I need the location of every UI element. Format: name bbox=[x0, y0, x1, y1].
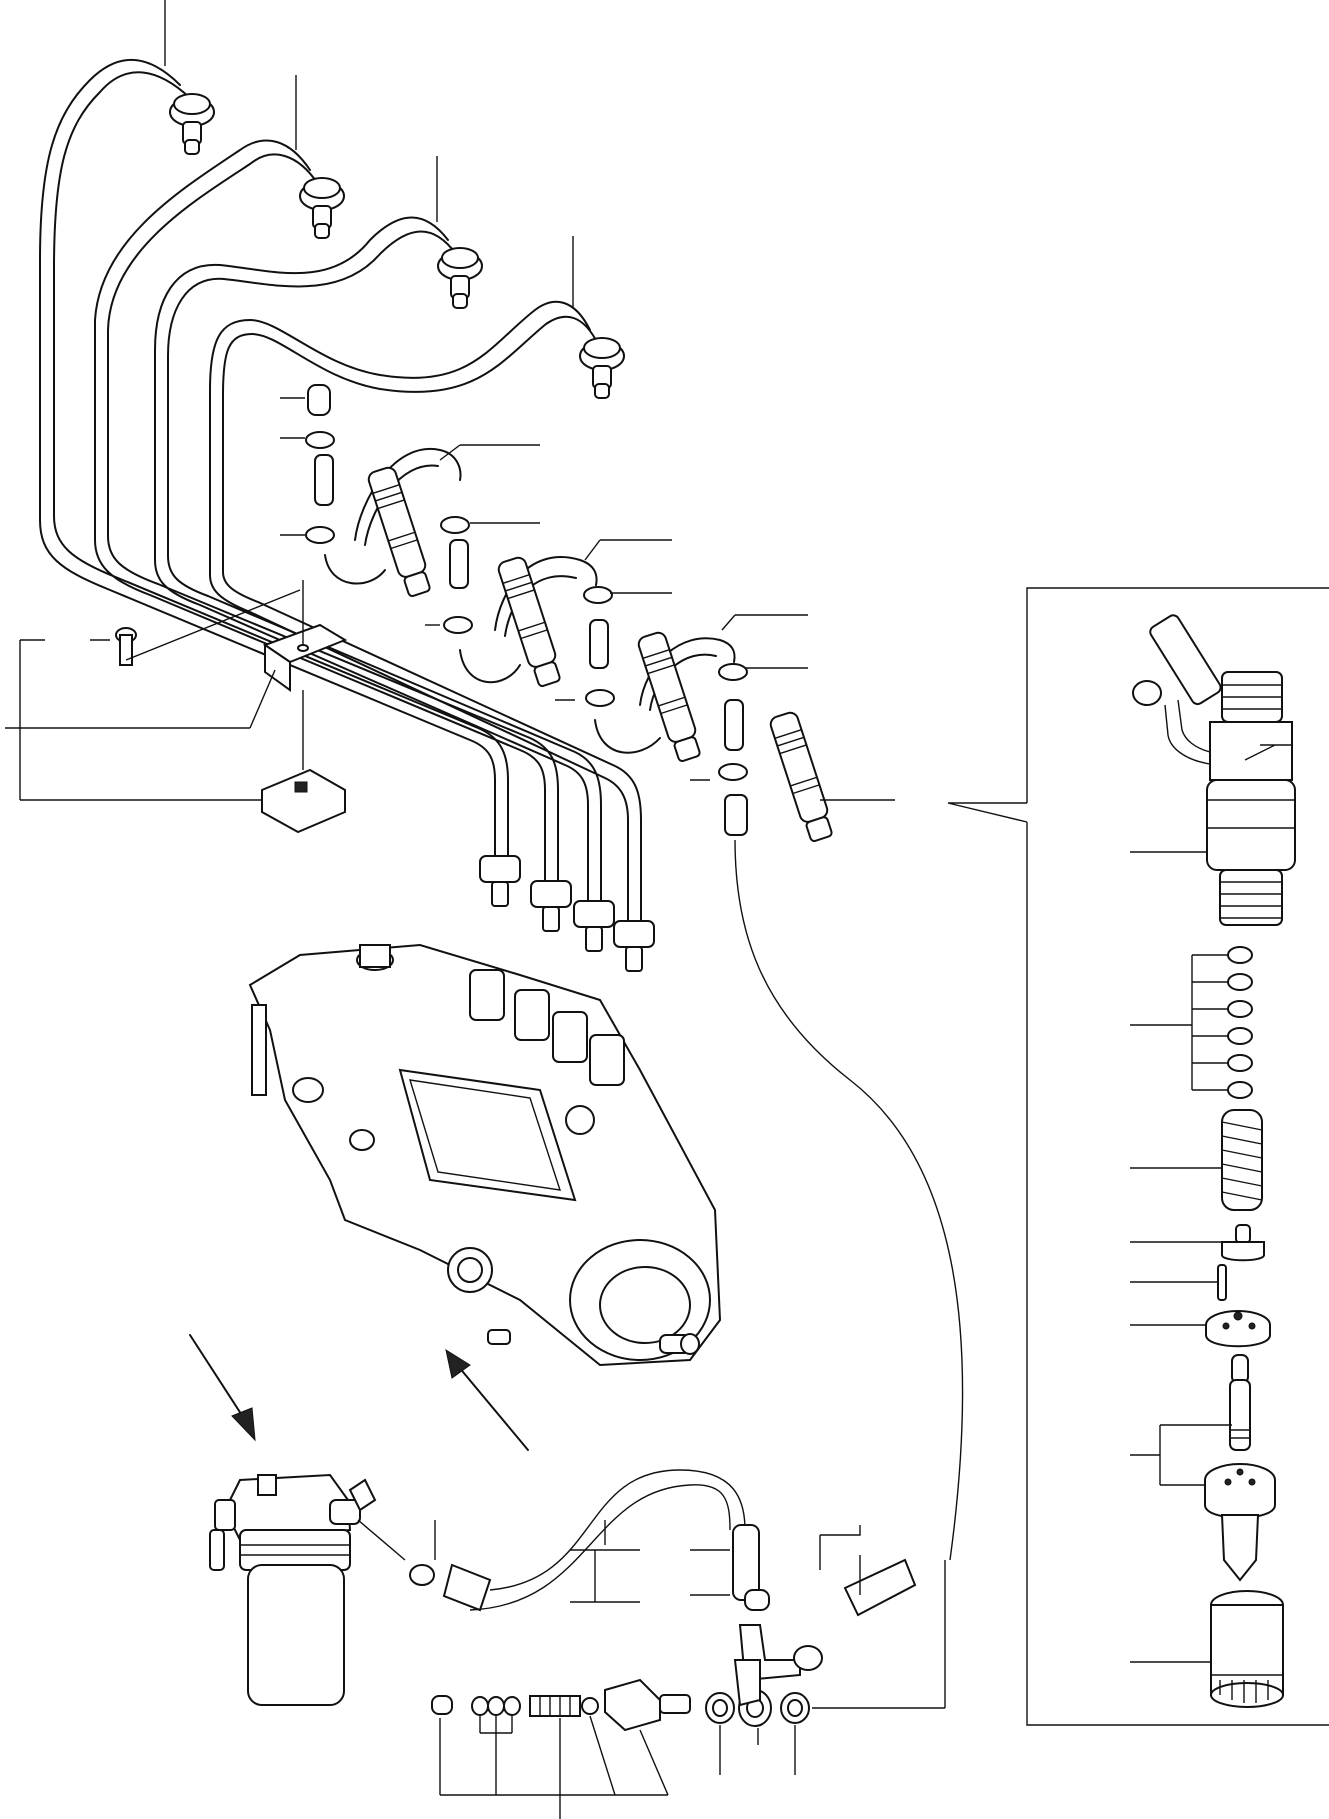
injector-detail bbox=[947, 587, 1329, 1726]
fuel-filter bbox=[209, 1473, 377, 1706]
leader-lines-hoses bbox=[280, 397, 895, 801]
nut-pump-1 bbox=[479, 855, 521, 907]
detail-pin bbox=[1130, 1264, 1227, 1301]
injection-pump bbox=[248, 943, 722, 1367]
detail-spring bbox=[1130, 1109, 1263, 1211]
nut-top-1 bbox=[169, 93, 215, 155]
detail-needle bbox=[1229, 1354, 1251, 1451]
injection-lines bbox=[39, 58, 642, 926]
line-nuts-top bbox=[169, 93, 625, 399]
return-hose bbox=[734, 839, 964, 1561]
clamp-bolt bbox=[19, 589, 301, 801]
injection-line-3 bbox=[154, 216, 602, 906]
nut-top-2 bbox=[299, 177, 345, 239]
arrows bbox=[189, 1334, 529, 1451]
nut-top-3 bbox=[437, 247, 483, 309]
injection-line-4 bbox=[209, 300, 642, 926]
line-nuts-pump bbox=[479, 855, 655, 972]
injector-2 bbox=[497, 556, 561, 687]
nut-top-4 bbox=[579, 337, 625, 399]
injector-3 bbox=[637, 631, 701, 762]
injection-line-2 bbox=[94, 139, 559, 886]
injection-line-1 bbox=[39, 58, 509, 861]
feed-hose bbox=[357, 1469, 760, 1612]
leader-lines-top bbox=[164, 0, 574, 308]
injector-4 bbox=[769, 711, 833, 842]
detail-spring-seat bbox=[1130, 1224, 1265, 1262]
injectors bbox=[367, 466, 833, 842]
injector-1 bbox=[367, 466, 431, 597]
detail-retaining-nut bbox=[1130, 1590, 1284, 1708]
overflow-valve bbox=[431, 1525, 946, 1819]
detail-nozzle bbox=[1130, 1424, 1276, 1582]
detail-injector-body bbox=[1130, 614, 1296, 926]
nut-pump-4 bbox=[613, 920, 655, 972]
line-clamp bbox=[5, 580, 348, 834]
detail-shims bbox=[1130, 946, 1253, 1099]
detail-spacer bbox=[1130, 1310, 1271, 1348]
nut-pump-2 bbox=[530, 880, 572, 932]
nut-pump-3 bbox=[573, 900, 615, 952]
